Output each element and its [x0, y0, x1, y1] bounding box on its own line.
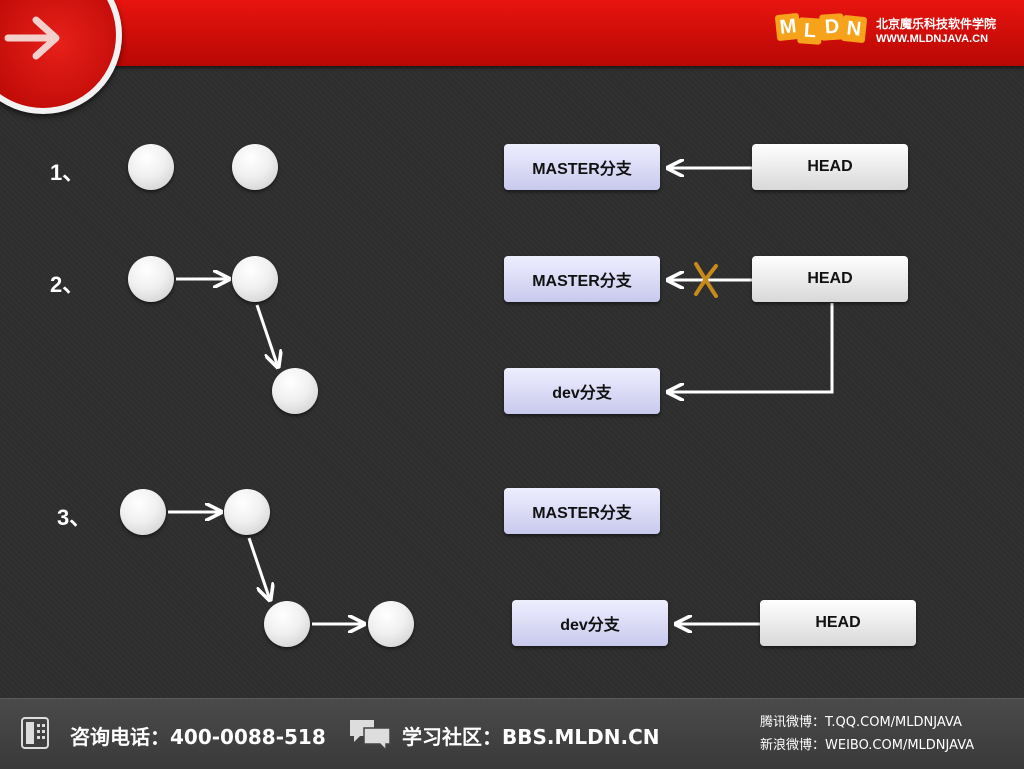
master-branch-box: MASTER分支: [504, 256, 660, 302]
footer-bar: [0, 698, 1024, 769]
dev-branch-box: dev分支: [512, 600, 668, 646]
commit-node: [120, 489, 166, 535]
commit-arrow-2b: [255, 304, 278, 367]
footer-forum: 学习社区：BBS.MLDN.CN: [402, 725, 660, 749]
chat-bubbles-icon: [350, 720, 391, 750]
head-pointer-box: HEAD: [752, 144, 908, 190]
master-branch-box: MASTER分支: [504, 144, 660, 190]
step-2-label: 2、: [50, 272, 85, 297]
right-arrow-icon: [4, 16, 60, 60]
commit-node: [232, 256, 278, 302]
step-1-label: 1、: [50, 160, 85, 185]
footer-sina-weibo: 新浪微博：WEIBO.COM/MLDNJAVA: [760, 738, 975, 753]
commit-node: [264, 601, 310, 647]
footer-tencent-weibo: 腾讯微博：T.QQ.COM/MLDNJAVA: [760, 715, 962, 730]
cross-mark-icon: [694, 262, 718, 298]
commit-arrow-3b: [247, 537, 270, 600]
school-name: 北京魔乐科技软件学院: [876, 17, 997, 31]
head-pointer-box: HEAD: [760, 600, 916, 646]
footer-phone: 咨询电话：400-0088-518: [70, 725, 326, 749]
phone-icon: [21, 717, 49, 749]
master-branch-box: MASTER分支: [504, 488, 660, 534]
commit-node: [128, 256, 174, 302]
commit-node: [128, 144, 174, 190]
head-pointer-box: HEAD: [752, 256, 908, 302]
school-url: WWW.MLDNJAVA.CN: [876, 33, 989, 45]
step-3-label: 3、: [57, 505, 92, 530]
head-to-dev-arrow-2: [668, 303, 834, 392]
commit-node: [224, 489, 270, 535]
commit-node: [368, 601, 414, 647]
diagram-connectors: [168, 0, 834, 700]
dev-branch-box: dev分支: [504, 368, 660, 414]
commit-node: [272, 368, 318, 414]
commit-node: [232, 144, 278, 190]
